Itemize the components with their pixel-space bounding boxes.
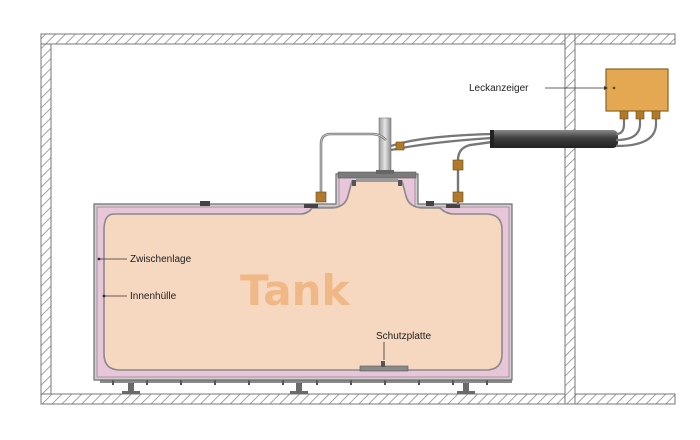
detector-lines — [615, 112, 658, 148]
detector-screw-icon — [612, 86, 616, 90]
protective-plate-label: Schutzplatte — [376, 331, 431, 342]
valve-pipe-right — [452, 159, 464, 171]
leak-detector-label: Leckanzeiger — [469, 83, 529, 94]
ceiling-wall-right-room — [574, 33, 676, 45]
top-mounts — [200, 201, 460, 208]
protective-plate — [359, 361, 409, 372]
right-nozzle — [452, 191, 464, 203]
left-wall — [40, 33, 52, 405]
inner-shell-label: Innenhülle — [130, 291, 177, 302]
bottom-rail — [100, 379, 512, 385]
tank-inner-shell — [103, 180, 503, 371]
intermediate-layer-label: Zwischenlage — [130, 254, 192, 265]
tank-supports — [122, 382, 475, 394]
leak-detector-box — [605, 68, 669, 112]
tank-label: Tank — [240, 266, 350, 315]
ceiling-wall-left-room — [40, 33, 576, 45]
floor-wall — [40, 393, 676, 405]
middle-wall — [564, 33, 576, 405]
protective-hose — [490, 130, 618, 148]
left-nozzle — [315, 191, 327, 203]
valve-pipe-left — [395, 141, 405, 151]
